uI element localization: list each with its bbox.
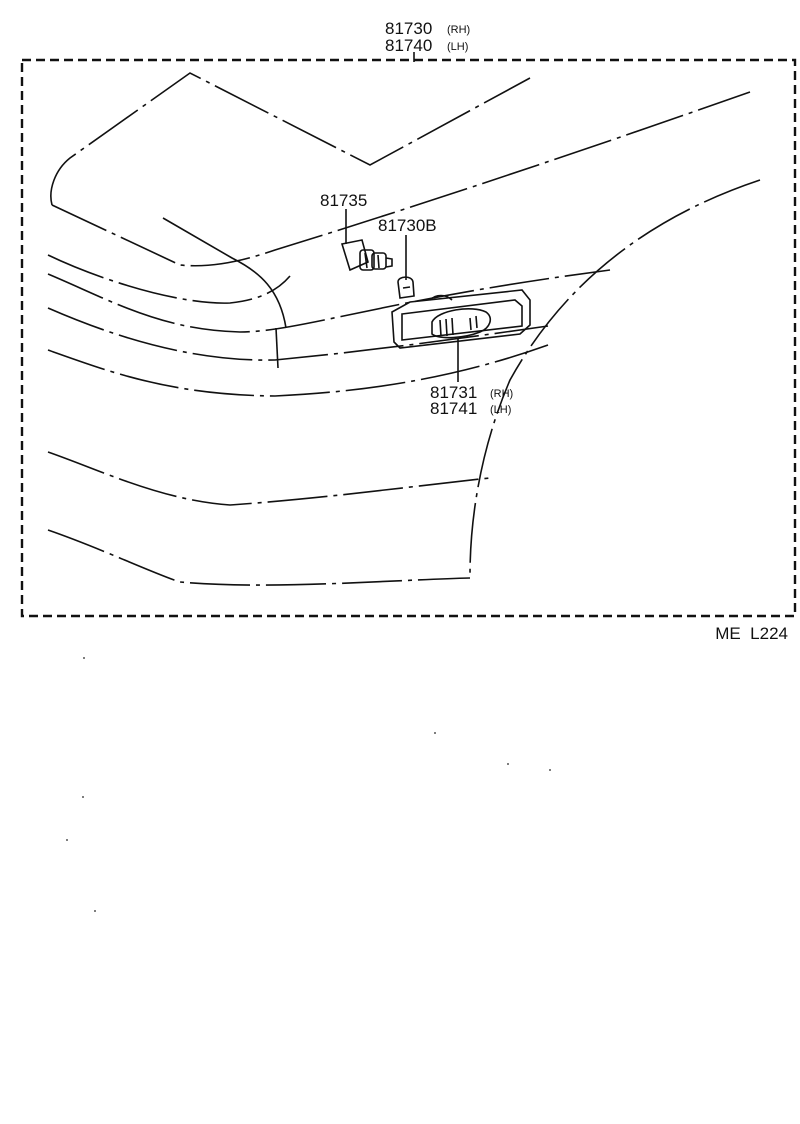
car-body-outline: [47, 72, 761, 586]
lens-lh-side: (LH): [490, 404, 511, 416]
lens-rh-side: (RH): [490, 388, 513, 400]
socket-label: 81735: [320, 191, 367, 210]
assembly-rh-number: 81730: [385, 19, 432, 38]
assembly-lh-side: (LH): [447, 41, 468, 53]
lens-lh-number: 81741: [430, 399, 477, 418]
wedge-bulb: [397, 276, 415, 299]
assembly-lh-number: 81740: [385, 36, 432, 55]
scan-specks: [66, 657, 551, 912]
assembly-rh-side: (RH): [447, 24, 470, 36]
figure-code: ME L224: [715, 624, 788, 643]
side-marker-lens: [391, 289, 531, 349]
bulb-label: 81730B: [378, 216, 437, 235]
leader-lines: [345, 52, 459, 382]
diagram-frame: [20, 58, 797, 618]
bulb-socket: [340, 239, 393, 272]
lens-rh-number: 81731: [430, 383, 477, 402]
